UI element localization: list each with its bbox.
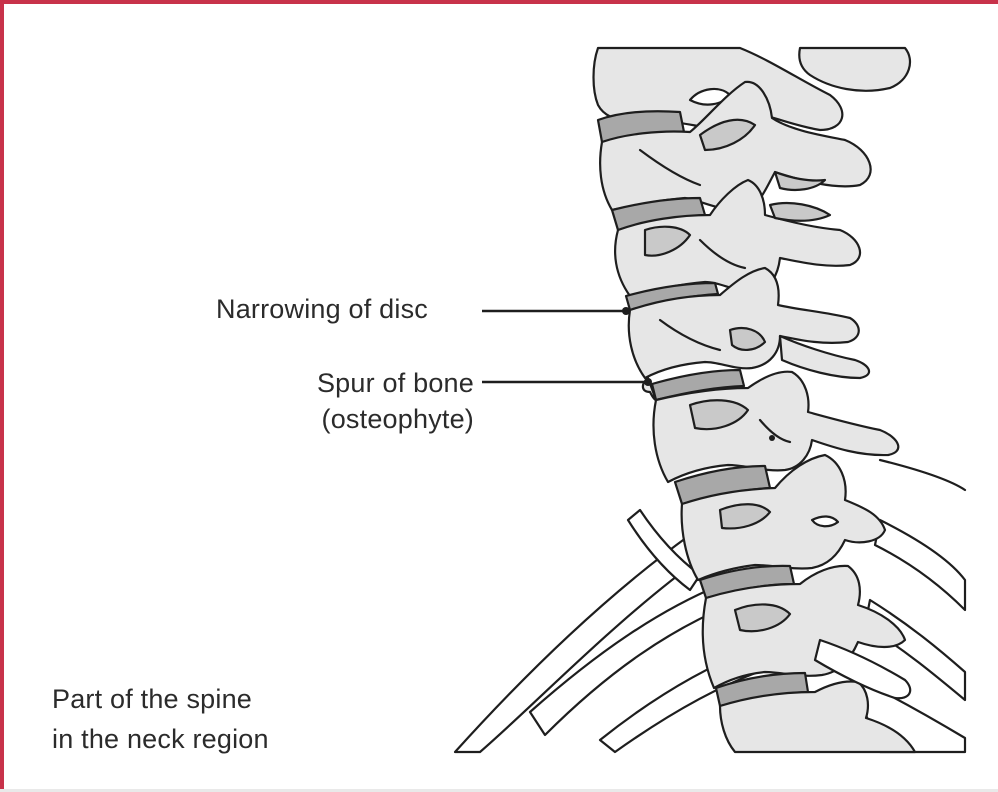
label-spur-line1: Spur of bone [317,365,474,401]
pointer-lines [482,307,652,386]
label-spur-line2: (osteophyte) [317,401,474,437]
caption-line2: in the neck region [52,719,269,759]
vertebra-c6 [675,455,885,580]
label-spur-of-bone: Spur of bone (osteophyte) [317,365,474,437]
vertebra-c5 [643,370,898,482]
figure-caption: Part of the spine in the neck region [52,679,269,759]
spur-pointer-dot [644,378,652,386]
narrowing-pointer-dot [622,307,630,315]
label-narrowing-of-disc: Narrowing of disc [216,291,428,327]
caption-line1: Part of the spine [52,679,269,719]
